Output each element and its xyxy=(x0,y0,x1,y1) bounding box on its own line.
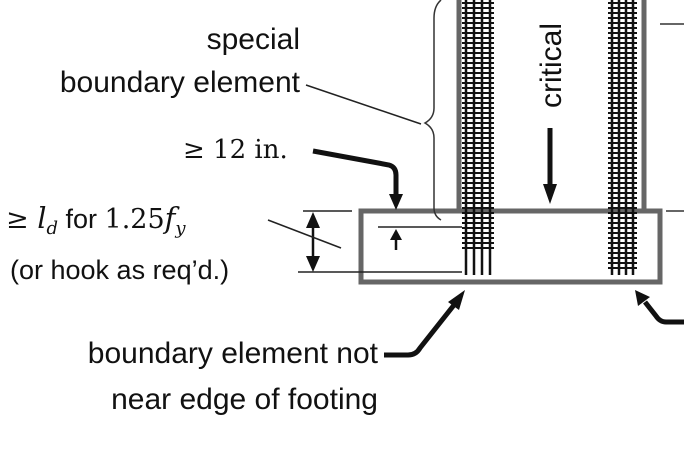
edge-arrowhead xyxy=(635,290,650,306)
min-embedment-arrowhead xyxy=(389,194,403,210)
not-near-edge-arrow-shaft xyxy=(384,303,456,358)
special-label-line1: special xyxy=(207,23,300,56)
not-near-edge-arrowhead xyxy=(448,290,465,310)
critical-label: critical xyxy=(535,23,568,108)
special-region-brace xyxy=(423,0,442,221)
hook-note-label: (or hook as req’d.) xyxy=(10,255,229,285)
dev-length-arrowhead-top xyxy=(306,212,320,228)
min-embedment-arrow-shaft xyxy=(312,148,399,195)
dev-length-label: ≥ ld for 1.25fy xyxy=(6,201,186,239)
min-embedment-label: ≥ 12 in. xyxy=(183,135,288,165)
dev-length-leader xyxy=(267,219,342,249)
special-leader-line xyxy=(305,84,422,125)
right-tie-set xyxy=(608,2,637,269)
left-rebar-cage xyxy=(462,0,494,275)
right-rebar-cage xyxy=(608,0,637,275)
special-label-line2: boundary element xyxy=(60,66,301,99)
embed-dim-arrowhead xyxy=(390,229,402,240)
dev-length-arrowhead-bottom xyxy=(306,256,320,272)
left-tie-set xyxy=(462,2,494,249)
critical-arrowhead xyxy=(543,184,557,204)
not-near-edge-line2: near edge of footing xyxy=(111,383,378,416)
edge-arrow-shaft xyxy=(643,300,684,325)
wall-outline xyxy=(456,0,647,211)
not-near-edge-line1: boundary element not xyxy=(88,337,379,370)
footing-outline xyxy=(358,208,663,285)
